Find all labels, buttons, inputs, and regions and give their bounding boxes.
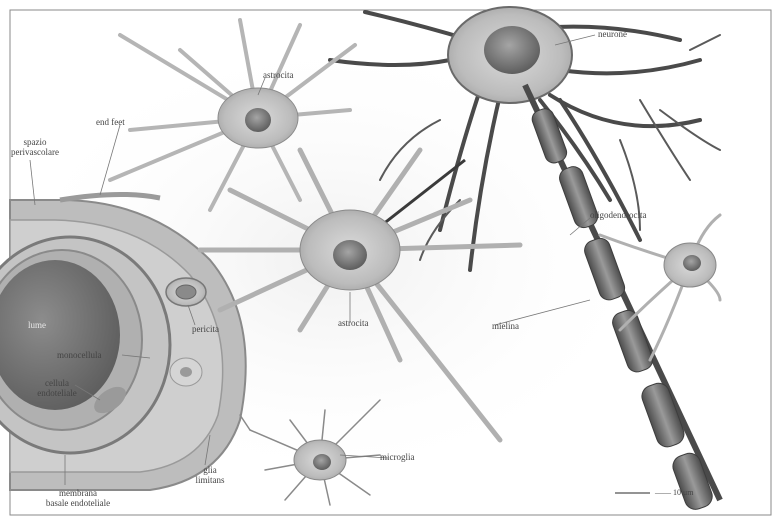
- label-astrocita-top: astrocita: [263, 70, 294, 80]
- label-oligodendrocita: oligodendrocita: [590, 210, 646, 220]
- label-membrana-basale: membrana basale endoteliale: [28, 488, 128, 508]
- label-cellula-endoteliale: cellula endoteliale: [27, 378, 87, 398]
- label-glia-limitans: glia limitans: [190, 465, 230, 485]
- label-pericita: pericita: [192, 324, 219, 334]
- label-scale-bar: —— 10 μm: [655, 488, 694, 498]
- label-spazio-perivascolare: spazio perivascolare: [10, 137, 60, 157]
- label-microglia: microglia: [380, 452, 415, 462]
- label-neurone: neurone: [598, 29, 627, 39]
- label-monocellula: monocellula: [57, 350, 102, 360]
- label-end-feet: end feet: [96, 117, 125, 127]
- label-lume: lume: [28, 320, 46, 330]
- label-astrocita-center: astrocita: [338, 318, 369, 328]
- label-mielina: mielina: [492, 321, 519, 331]
